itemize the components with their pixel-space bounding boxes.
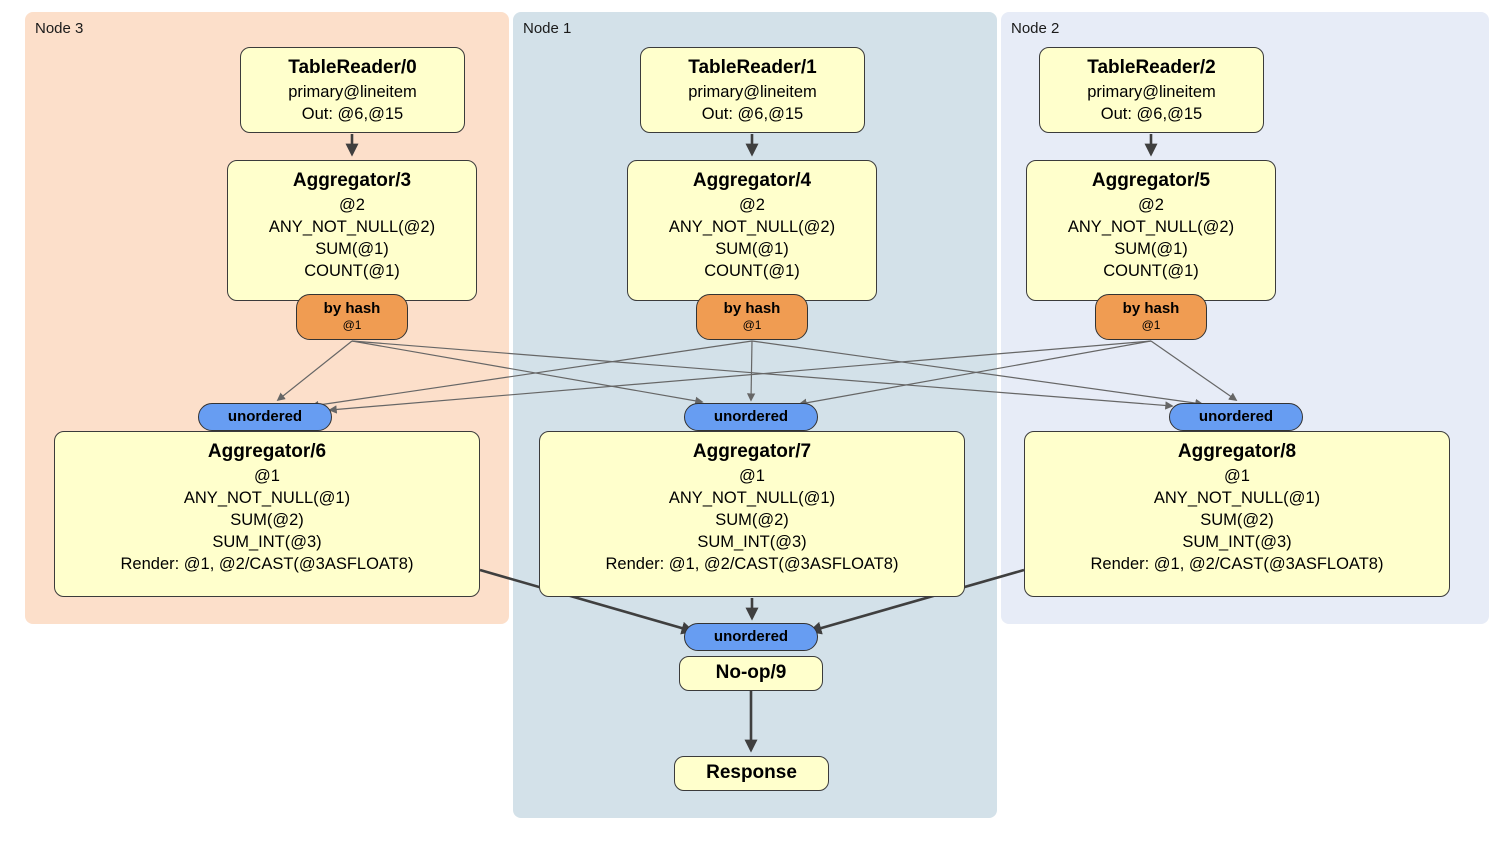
router-label: by hash: [1122, 300, 1180, 317]
group-node-1-label: Node 1: [523, 20, 572, 37]
node-detail: @2: [339, 196, 365, 214]
plan-node-noop-9: No-op/9: [679, 656, 823, 691]
node-detail: SUM(@2): [1200, 511, 1274, 529]
node-detail: primary@lineitem: [288, 83, 417, 101]
node-detail: ANY_NOT_NULL(@1): [668, 489, 836, 507]
node-title: TableReader/0: [288, 57, 417, 78]
node-detail: ANY_NOT_NULL(@2): [668, 218, 836, 236]
node-detail: COUNT(@1): [704, 262, 800, 280]
node-detail: SUM(@2): [715, 511, 789, 529]
plan-node-aggregator-3: Aggregator/3 @2 ANY_NOT_NULL(@2) SUM(@1)…: [227, 160, 477, 301]
plan-node-aggregator-4: Aggregator/4 @2 ANY_NOT_NULL(@2) SUM(@1)…: [627, 160, 877, 301]
node-detail: Out: @6,@15: [301, 105, 404, 123]
group-node-3-label: Node 3: [35, 20, 84, 37]
node-detail: @1: [739, 467, 765, 485]
router-label: by hash: [323, 300, 381, 317]
router-by-hash-node3: by hash @1: [296, 294, 408, 340]
plan-node-aggregator-7: Aggregator/7 @1 ANY_NOT_NULL(@1) SUM(@2)…: [539, 431, 965, 597]
node-detail: Render: @1, @2/CAST(@3ASFLOAT8): [1090, 555, 1384, 573]
node-detail: @2: [1138, 196, 1164, 214]
router-columns: @1: [342, 318, 362, 332]
node-detail: Out: @6,@15: [1100, 105, 1203, 123]
node-detail: SUM(@1): [715, 240, 789, 258]
node-detail: primary@lineitem: [688, 83, 817, 101]
node-detail: ANY_NOT_NULL(@2): [1067, 218, 1235, 236]
node-detail: SUM_INT(@3): [1182, 533, 1292, 551]
node-detail: Render: @1, @2/CAST(@3ASFLOAT8): [120, 555, 414, 573]
node-title: Aggregator/7: [692, 441, 812, 462]
plan-node-response: Response: [674, 756, 829, 791]
node-title: Aggregator/3: [292, 170, 412, 191]
node-detail: SUM_INT(@3): [697, 533, 807, 551]
node-detail: ANY_NOT_NULL(@1): [1153, 489, 1321, 507]
node-detail: @1: [254, 467, 280, 485]
node-detail: COUNT(@1): [1103, 262, 1199, 280]
node-detail: SUM_INT(@3): [212, 533, 322, 551]
node-title: TableReader/2: [1087, 57, 1216, 78]
node-title: No-op/9: [715, 662, 787, 683]
node-detail: Render: @1, @2/CAST(@3ASFLOAT8): [605, 555, 899, 573]
node-title: Aggregator/5: [1091, 170, 1211, 191]
node-title: Aggregator/4: [692, 170, 812, 191]
main-flow-edges: [345, 134, 1158, 753]
group-node-2-label: Node 2: [1011, 20, 1060, 37]
plan-node-tablereader-2: TableReader/2 primary@lineitem Out: @6,@…: [1039, 47, 1264, 133]
node-title: Aggregator/6: [207, 441, 327, 462]
node-detail: primary@lineitem: [1087, 83, 1216, 101]
router-label: by hash: [723, 300, 781, 317]
sync-unordered-node3: unordered: [198, 403, 332, 431]
node-detail: ANY_NOT_NULL(@2): [268, 218, 436, 236]
node-detail: SUM(@2): [230, 511, 304, 529]
sync-unordered-node2: unordered: [1169, 403, 1303, 431]
plan-node-tablereader-0: TableReader/0 primary@lineitem Out: @6,@…: [240, 47, 465, 133]
sync-unordered-final: unordered: [684, 623, 818, 651]
node-detail: ANY_NOT_NULL(@1): [183, 489, 351, 507]
hash-router-edges: [276, 340, 1238, 414]
node-title: Aggregator/8: [1177, 441, 1297, 462]
node-detail: SUM(@1): [315, 240, 389, 258]
plan-node-aggregator-5: Aggregator/5 @2 ANY_NOT_NULL(@2) SUM(@1)…: [1026, 160, 1276, 301]
router-columns: @1: [742, 318, 762, 332]
router-by-hash-node1: by hash @1: [696, 294, 808, 340]
node-title: Response: [706, 762, 797, 783]
node-detail: @2: [739, 196, 765, 214]
plan-node-aggregator-6: Aggregator/6 @1 ANY_NOT_NULL(@1) SUM(@2)…: [54, 431, 480, 597]
node-detail: @1: [1224, 467, 1250, 485]
node-title: TableReader/1: [688, 57, 817, 78]
plan-node-tablereader-1: TableReader/1 primary@lineitem Out: @6,@…: [640, 47, 865, 133]
node-detail: Out: @6,@15: [701, 105, 804, 123]
plan-node-aggregator-8: Aggregator/8 @1 ANY_NOT_NULL(@1) SUM(@2)…: [1024, 431, 1450, 597]
router-by-hash-node2: by hash @1: [1095, 294, 1207, 340]
sync-unordered-node1: unordered: [684, 403, 818, 431]
node-detail: COUNT(@1): [304, 262, 400, 280]
node-detail: SUM(@1): [1114, 240, 1188, 258]
router-columns: @1: [1141, 318, 1161, 332]
